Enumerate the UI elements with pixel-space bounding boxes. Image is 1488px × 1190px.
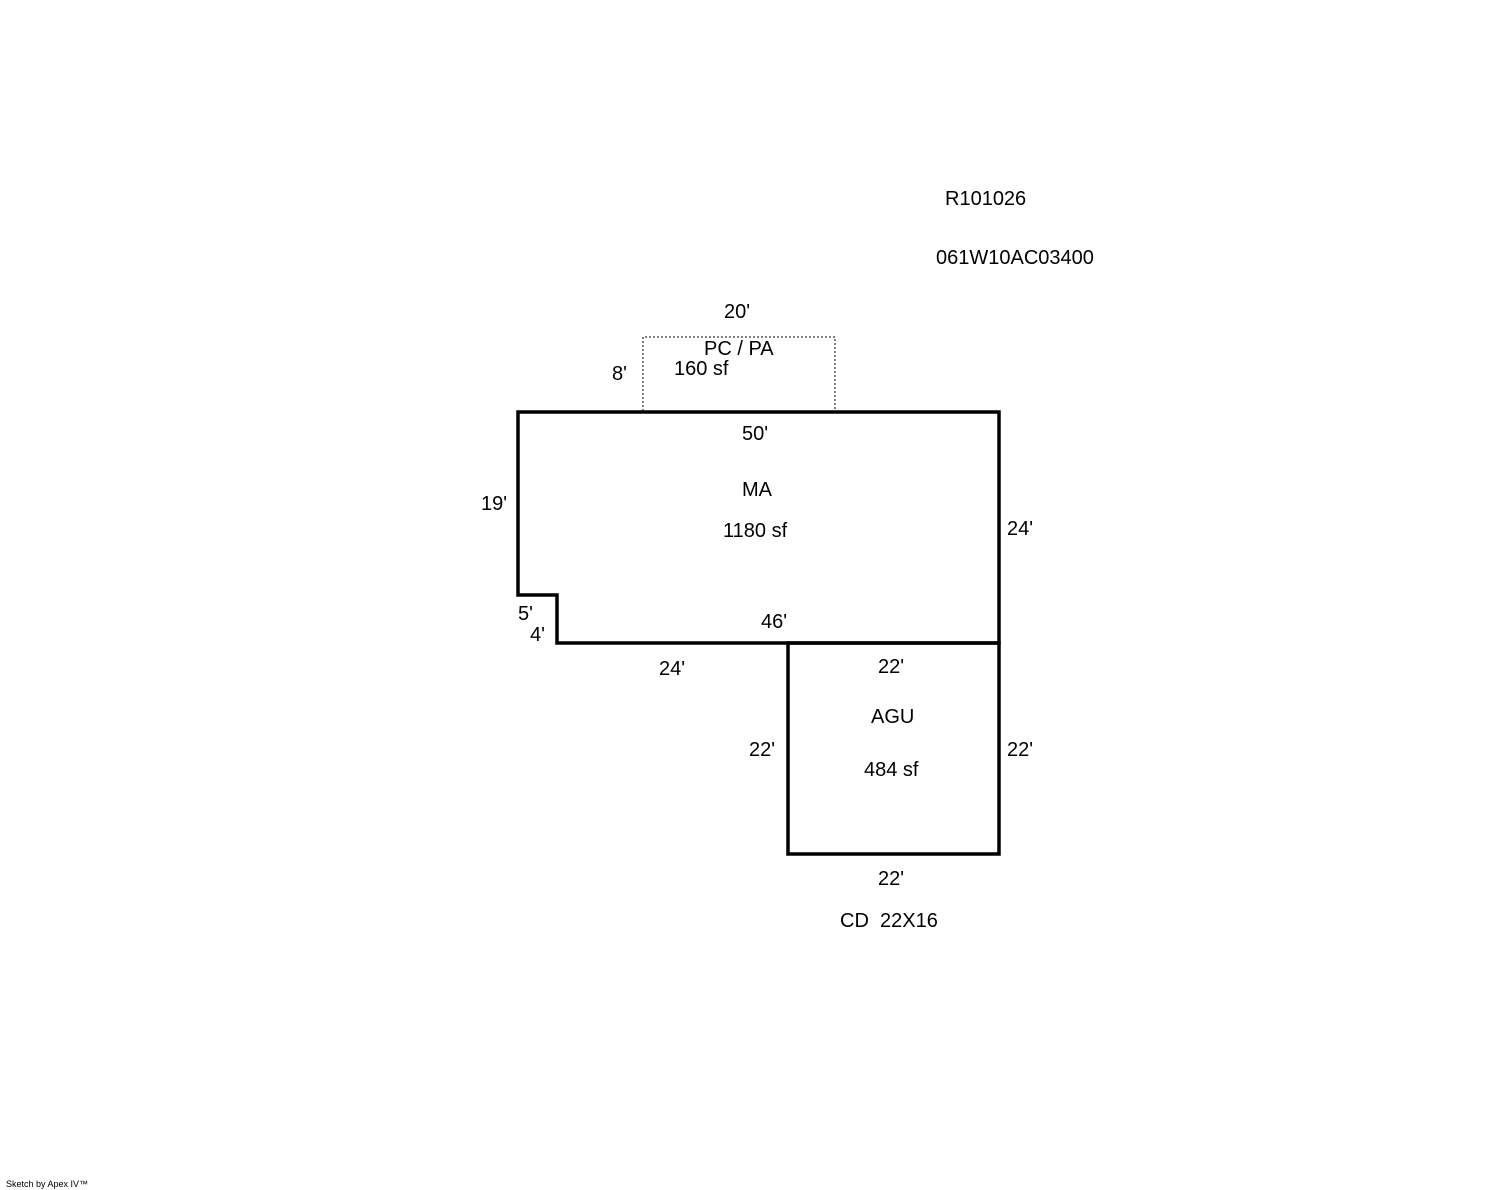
garage-right-dimension: 22' xyxy=(1007,739,1033,761)
porch-code: PC / PA xyxy=(704,338,774,360)
garage-left-dimension: 22' xyxy=(749,739,775,761)
main-top-dimension: 50' xyxy=(742,423,768,445)
main-bottom-left-dimension: 24' xyxy=(659,658,685,680)
main-left-dimension: 19' xyxy=(481,493,507,515)
main-right-dimension: 24' xyxy=(1007,518,1033,540)
deck-note: CD 22X16 xyxy=(840,910,938,932)
garage-outline xyxy=(786,641,1001,856)
map-tax-lot: 061W10AC03400 xyxy=(936,247,1094,269)
main-area-outline xyxy=(516,410,1001,645)
main-area-sf: 1180 sf xyxy=(723,520,788,542)
notch-side-dimension: 4' xyxy=(530,624,545,646)
garage-area-sf: 484 sf xyxy=(864,759,919,781)
porch-area: 160 sf xyxy=(674,358,729,380)
sketch-credit: Sketch by Apex IV™ xyxy=(6,1179,88,1189)
main-area-code: MA xyxy=(742,479,773,501)
porch-outline xyxy=(642,336,836,411)
garage-code: AGU xyxy=(871,706,914,728)
main-bottom-dimension: 46' xyxy=(761,611,787,633)
account-number: R101026 xyxy=(945,188,1026,210)
notch-top-dimension: 5' xyxy=(518,603,533,625)
garage-bottom-dimension: 22' xyxy=(878,868,904,890)
porch-depth-label: 8' xyxy=(612,363,627,385)
garage-top-dimension: 22' xyxy=(878,656,904,678)
porch-width-label: 20' xyxy=(724,301,750,323)
